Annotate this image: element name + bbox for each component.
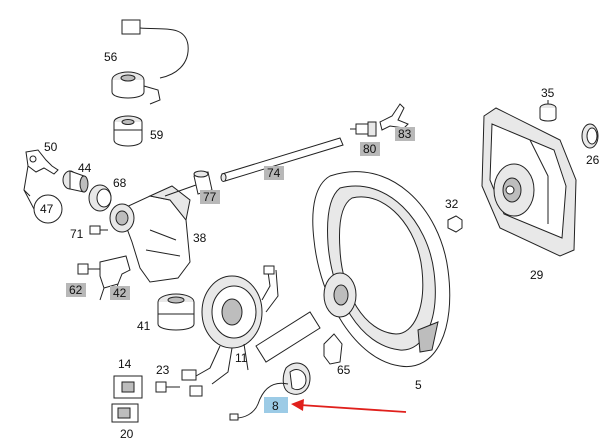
label-80[interactable]: 80 [363,142,377,156]
label-23[interactable]: 23 [156,363,170,377]
part-35-drawing [539,100,557,122]
label-8[interactable]: 8 [272,399,279,413]
label-32[interactable]: 32 [445,197,459,211]
label-80-highlight [360,142,380,156]
part-74-drawing [220,137,344,182]
part-29-drawing [481,107,577,257]
label-77-highlight [200,190,220,204]
label-74-highlight [264,166,284,180]
part-38-drawing [109,179,211,283]
part-32-drawing [447,215,463,233]
label-68[interactable]: 68 [113,176,127,190]
label-62[interactable]: 62 [69,283,83,297]
label-41[interactable]: 41 [137,319,151,333]
pointer-arrow [291,399,407,413]
part-71-drawing [89,225,108,235]
label-77[interactable]: 77 [203,190,217,204]
part-8-drawing [229,362,311,421]
label-65[interactable]: 65 [337,363,351,377]
label-83-highlight [395,127,415,141]
part-11-drawing [181,265,279,397]
part-56-drawing [111,19,189,105]
part-59-drawing [113,115,143,147]
label-8-highlight [264,397,288,413]
label-38[interactable]: 38 [193,231,207,245]
part-50-drawing [23,149,59,197]
label-59[interactable]: 59 [150,128,164,142]
part-83-drawing [379,103,409,131]
part-5-steering-wheel-drawing [312,171,451,368]
label-42[interactable]: 42 [113,286,127,300]
label-83[interactable]: 83 [398,127,412,141]
label-35[interactable]: 35 [541,86,555,100]
label-5[interactable]: 5 [415,378,422,392]
part-41-drawing [157,293,195,331]
label-42-highlight [110,286,130,300]
label-44[interactable]: 44 [78,161,92,175]
part-26-drawing [581,123,599,149]
part-80-drawing [350,121,377,137]
label-20[interactable]: 20 [120,427,134,441]
label-50[interactable]: 50 [44,140,58,154]
label-29[interactable]: 29 [530,268,544,282]
label-56[interactable]: 56 [104,50,118,64]
part-68-drawing [88,184,112,212]
part-14-23-20-drawing [111,375,180,423]
sleeve-drawing [255,311,321,363]
label-74[interactable]: 74 [267,166,281,180]
part-77-drawing [193,170,213,195]
label-14[interactable]: 14 [118,357,132,371]
label-26[interactable]: 26 [586,153,600,167]
part-65-drawing [323,333,343,365]
label-11[interactable]: 11 [235,351,248,365]
part-62-42-drawing [77,255,131,301]
part-44-drawing [62,170,89,193]
label-71[interactable]: 71 [70,227,84,241]
label-47[interactable]: 47 [40,202,54,216]
label-62-highlight [66,283,86,297]
